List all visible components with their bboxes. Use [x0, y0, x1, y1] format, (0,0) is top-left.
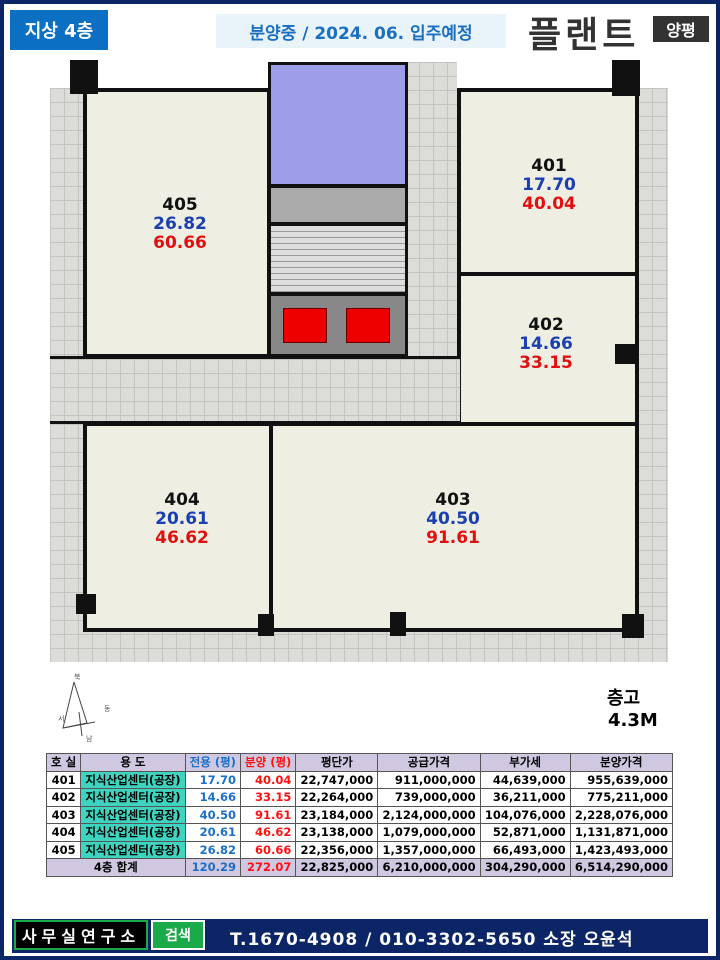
table-cell: 52,871,000	[479, 823, 571, 842]
total-cell: 22,825,000	[295, 858, 379, 877]
table-cell: 26.82	[184, 840, 241, 859]
pillar	[390, 612, 406, 636]
table-cell: 22,264,000	[295, 788, 379, 807]
compass-n: 북	[74, 673, 81, 681]
table-cell: 40.50	[184, 805, 241, 824]
compass-e: 동	[104, 705, 111, 713]
compass-icon	[62, 681, 96, 737]
table-cell: 1,131,871,000	[569, 823, 674, 842]
table-cell: 2,228,076,000	[569, 805, 674, 824]
sale-status: 분양중 / 2024. 06. 입주예정	[216, 14, 506, 48]
room-402[interactable]	[457, 272, 639, 426]
room-405[interactable]	[83, 88, 271, 358]
table-cell: 46.62	[239, 823, 297, 842]
compass-w: 서	[58, 715, 65, 723]
table-cell: 104,076,000	[479, 805, 571, 824]
table-cell: 91.61	[239, 805, 297, 824]
room-403[interactable]	[269, 422, 639, 632]
pillar	[615, 344, 637, 364]
table-cell: 33.15	[239, 788, 297, 807]
table-cell: 14.66	[184, 788, 241, 807]
table-cell: 지식산업센터(공장)	[80, 840, 186, 859]
col-vat: 부가세	[479, 753, 571, 772]
price-table: 호 실 용 도 전용 (평) 분양 (평) 평단가 공급가격 부가세 분양가격 …	[45, 753, 674, 877]
table-cell: 2,124,000,000	[377, 805, 481, 824]
table-cell: 775,211,000	[569, 788, 674, 807]
pillar	[70, 60, 98, 94]
table-cell: 17.70	[184, 770, 241, 789]
restroom	[268, 62, 408, 187]
table-cell: 1,357,000,000	[377, 840, 481, 859]
table-cell: 20.61	[184, 823, 241, 842]
ceiling-height-label: 층고	[607, 688, 641, 709]
table-cell: 22,747,000	[295, 770, 379, 789]
compass-s: 남	[86, 735, 93, 743]
table-cell: 지식산업센터(공장)	[80, 788, 186, 807]
table-cell: 955,639,000	[569, 770, 674, 789]
brand-search-box[interactable]: 사무실연구소	[14, 920, 148, 950]
table-cell: 401	[45, 770, 82, 789]
total-cell: 6,514,290,000	[569, 858, 674, 877]
corridor	[50, 356, 460, 424]
table-cell: 911,000,000	[377, 770, 481, 789]
total-cell: 272.07	[239, 858, 297, 877]
table-cell: 402	[45, 788, 82, 807]
table-cell: 739,000,000	[377, 788, 481, 807]
stairs	[268, 223, 408, 295]
pillar	[622, 614, 644, 638]
table-header: 호 실 용 도 전용 (평) 분양 (평) 평단가 공급가격 부가세 분양가격	[45, 753, 674, 772]
col-unit-price: 평단가	[295, 753, 379, 772]
table-cell: 22,356,000	[295, 840, 379, 859]
table-cell: 36,211,000	[479, 788, 571, 807]
table-cell: 1,079,000,000	[377, 823, 481, 842]
table-cell: 405	[45, 840, 82, 859]
table-cell: 40.04	[239, 770, 297, 789]
table-cell: 23,138,000	[295, 823, 379, 842]
elevator	[283, 308, 327, 343]
contact-info: T.1670-4908 / 010-3302-5650 소장 오윤석	[230, 930, 634, 950]
total-cell: 120.29	[184, 858, 241, 877]
brand-title: 플랜트	[528, 15, 640, 56]
table-cell: 지식산업센터(공장)	[80, 805, 186, 824]
duct	[268, 185, 408, 225]
pillar	[76, 594, 96, 614]
elevator	[346, 308, 390, 343]
floor-badge: 지상 4층	[10, 10, 108, 50]
table-cell: 지식산업센터(공장)	[80, 823, 186, 842]
col-unit: 호 실	[45, 753, 82, 772]
pillar	[258, 614, 274, 636]
brand-location: 양평	[653, 16, 709, 42]
total-cell: 304,290,000	[479, 858, 571, 877]
col-sale-area: 분양 (평)	[239, 753, 297, 772]
col-use: 용 도	[80, 753, 186, 772]
search-button[interactable]: 검색	[151, 920, 205, 950]
table-cell: 지식산업센터(공장)	[80, 770, 186, 789]
table-cell: 1,423,493,000	[569, 840, 674, 859]
table-cell: 66,493,000	[479, 840, 571, 859]
table-cell: 44,639,000	[479, 770, 571, 789]
table-cell: 403	[45, 805, 82, 824]
col-supply-price: 공급가격	[377, 753, 481, 772]
col-exclusive: 전용 (평)	[184, 753, 241, 772]
total-cell: 6,210,000,000	[377, 858, 481, 877]
table-total-row: 4층 합계 120.29 272.07 22,825,000 6,210,000…	[46, 858, 674, 877]
total-label: 4층 합계	[46, 858, 186, 877]
table-cell: 60.66	[239, 840, 297, 859]
table-cell: 404	[45, 823, 82, 842]
pillar	[612, 60, 640, 96]
col-total-price: 분양가격	[569, 753, 674, 772]
ceiling-height-value: 4.3M	[608, 710, 658, 731]
table-cell: 23,184,000	[295, 805, 379, 824]
